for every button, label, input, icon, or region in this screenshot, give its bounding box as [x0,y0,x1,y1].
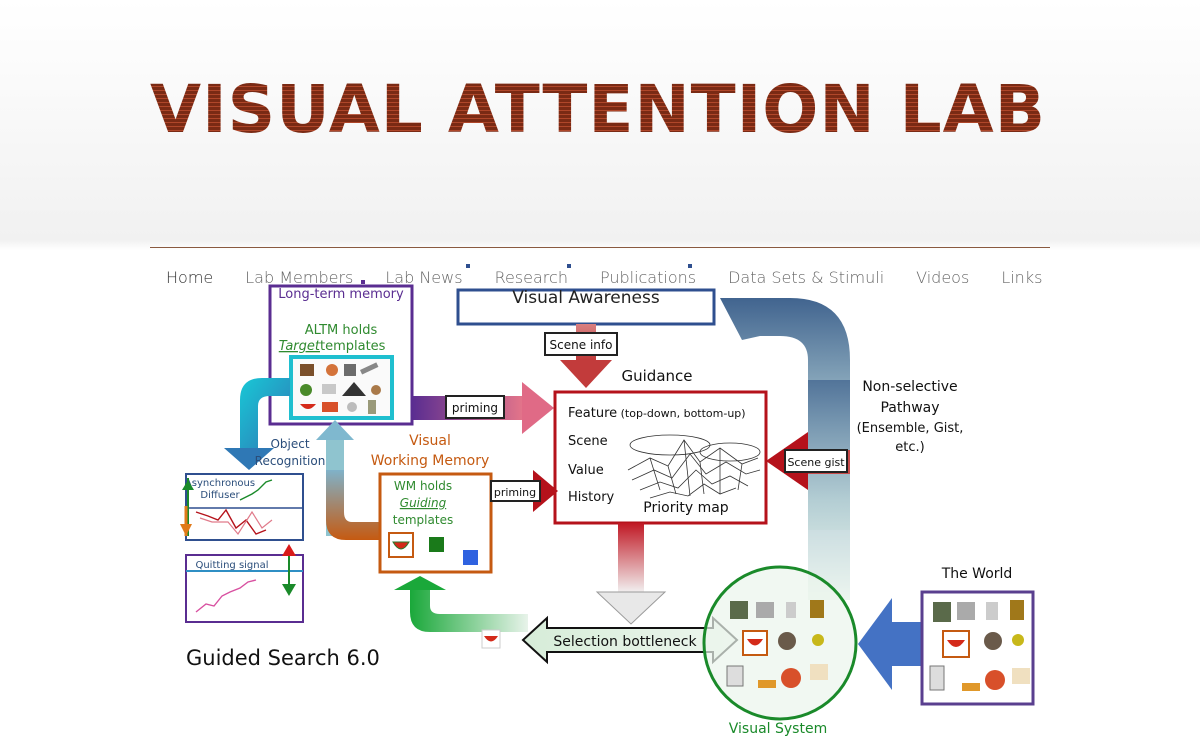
nav-lab-members[interactable]: Lab Members [245,268,354,287]
wm-box: WM holds Guiding templates [378,472,493,574]
selection-bottleneck-arrow: Selection bottleneck [521,615,739,665]
altm-templates: templates [320,339,386,354]
svg-text:etc.): etc.) [895,440,924,455]
non-selective-pathway-label: Non-selective Pathway (Ensemble, Gist, e… [857,379,964,455]
selected-item-icon [742,630,768,656]
priority-map-surface-icon [627,434,761,499]
nav-links[interactable]: Links [1001,268,1043,287]
scene-info-arrow: Scene info [544,324,618,388]
guidance-box: Feature (top-down, bottom-up) Scene Valu… [553,390,768,525]
nav-research[interactable]: Research [494,268,568,287]
scene-info-label: Scene info [550,338,613,352]
feature-sub-label: (top-down, bottom-up) [617,407,745,420]
selection-bottleneck-label: Selection bottleneck [553,634,697,650]
vwm-title-1: Visual [409,433,451,449]
svg-text:Feature (top-down, bottom-up): Feature (top-down, bottom-up) [568,406,746,421]
nav-videos[interactable]: Videos [916,268,970,287]
priming-arrow-wm: priming [490,470,558,512]
world-input-arrow [858,598,922,690]
visual-system-label: Visual System [729,721,827,737]
orange-loop-arrow [326,470,380,540]
priming-arrow-ltm: priming [412,382,554,434]
ltm-title: Long-term memory [278,287,404,302]
scene-label: Scene [568,434,608,449]
header-divider [150,247,1050,248]
visual-awareness-box: Visual Awareness [456,288,716,326]
green-square-icon [429,537,444,552]
model-name-label: Guided Search 6.0 [186,646,380,670]
visual-awareness-label: Visual Awareness [512,288,660,308]
asynchronous-diffuser-box: Asynchronous Diffuser [180,473,304,541]
vwm-title-2: Working Memory [371,453,490,469]
quitting-signal-box: Quitting signal [185,544,304,623]
scene-gist-arrow: Scene gist [766,432,850,490]
priming-label-2: priming [494,486,536,499]
visual-system-circle [702,565,858,721]
svg-text:Pathway: Pathway [880,400,939,416]
nav-dots [361,264,692,284]
altm-target: Target [279,339,321,354]
priority-map-label: Priority map [643,500,728,516]
guidance-down-arrow [595,523,667,625]
long-term-memory-box: Long-term memory ALTM holds Target templ… [268,284,414,426]
blue-square-icon [463,550,478,565]
the-world-box [920,590,1035,706]
value-label: Value [568,463,604,478]
nav-data-sets[interactable]: Data Sets & Stimuli [728,268,885,287]
svg-text:(Ensemble, Gist,: (Ensemble, Gist, [857,421,964,436]
guidance-label: Guidance [622,367,693,385]
site-title: VISUAL ATTENTION LAB [150,62,1050,158]
main-nav: Home Lab Members Lab News Research Publi… [150,262,1058,296]
svg-text:Non-selective: Non-selective [862,379,957,395]
wm-holds-label: WM holds [394,479,452,493]
nav-lab-news[interactable]: Lab News [385,268,463,287]
wm-templates-label: templates [393,513,453,527]
wm-guiding-label: Guiding [400,496,447,510]
object-recognition-label-2: Recognition [255,454,326,468]
history-label: History [568,490,615,505]
priming-label-1: priming [452,401,498,415]
svg-text:Asynchronous: Asynchronous [185,478,255,489]
svg-text:Diffuser: Diffuser [200,490,240,501]
nav-home[interactable]: Home [166,268,214,287]
green-feedback-arrow [394,576,528,649]
altm-label: ALTM holds [305,323,378,338]
the-world-label: The World [941,566,1013,582]
object-recognition-label-1: Object [270,437,309,451]
target-templates-icon [300,362,381,414]
feature-label: Feature [568,406,617,421]
quitting-signal-label: Quitting signal [195,560,268,571]
nav-publications[interactable]: Publications [599,268,697,287]
object-recognition-arrow [224,378,290,470]
scene-gist-label: Scene gist [787,456,845,469]
